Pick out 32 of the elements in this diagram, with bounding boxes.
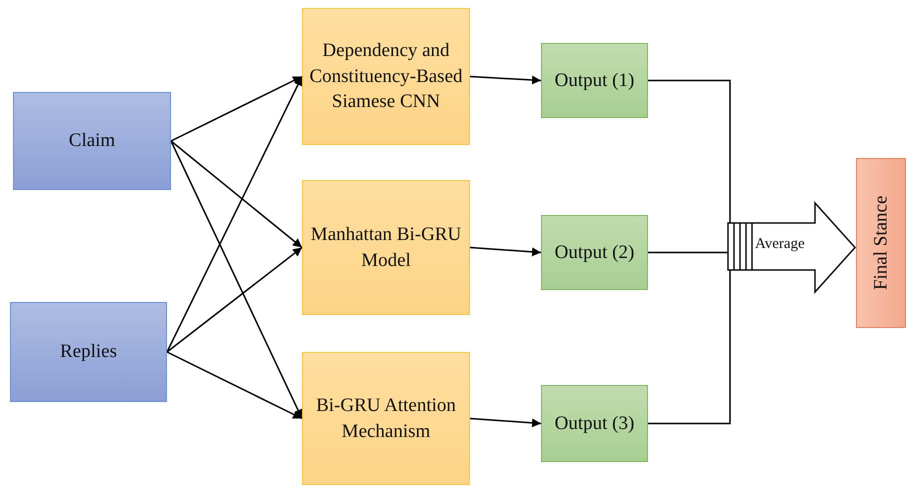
arrow bbox=[170, 140, 302, 248]
process-box bbox=[302, 180, 470, 315]
connector-line bbox=[648, 80, 731, 223]
box-label: Dependency and Constituency-Based Siamese CNN bbox=[308, 39, 464, 114]
box-label: Output (3) bbox=[554, 412, 634, 436]
box-label: Output (1) bbox=[554, 68, 634, 93]
process-box bbox=[541, 43, 648, 118]
process-box bbox=[541, 385, 648, 462]
process-box bbox=[302, 352, 470, 485]
connector-line bbox=[648, 252, 728, 254]
arrow bbox=[470, 76, 542, 84]
box-label: Replies bbox=[60, 340, 117, 364]
result-box bbox=[856, 158, 906, 328]
process-box bbox=[13, 92, 171, 190]
arrow bbox=[170, 140, 303, 419]
box-label: Claim bbox=[68, 129, 116, 154]
arrow bbox=[170, 76, 302, 142]
block-arrow bbox=[728, 202, 856, 293]
arrow bbox=[470, 418, 542, 428]
arrow bbox=[470, 246, 542, 256]
process-box bbox=[10, 302, 167, 402]
box-label: Manhattan Bi-GRU Model bbox=[310, 222, 462, 272]
process-box bbox=[302, 8, 470, 145]
box-label: Output (2) bbox=[554, 240, 634, 265]
block-arrow-label: Average bbox=[755, 236, 805, 253]
box-label: Final Stance bbox=[869, 196, 892, 290]
arrow bbox=[166, 76, 303, 352]
arrow bbox=[166, 246, 302, 353]
process-box bbox=[541, 215, 648, 290]
arrow bbox=[166, 351, 302, 420]
box-label: Bi-GRU Attention Mechanism bbox=[315, 394, 457, 444]
connector-line bbox=[648, 270, 731, 424]
